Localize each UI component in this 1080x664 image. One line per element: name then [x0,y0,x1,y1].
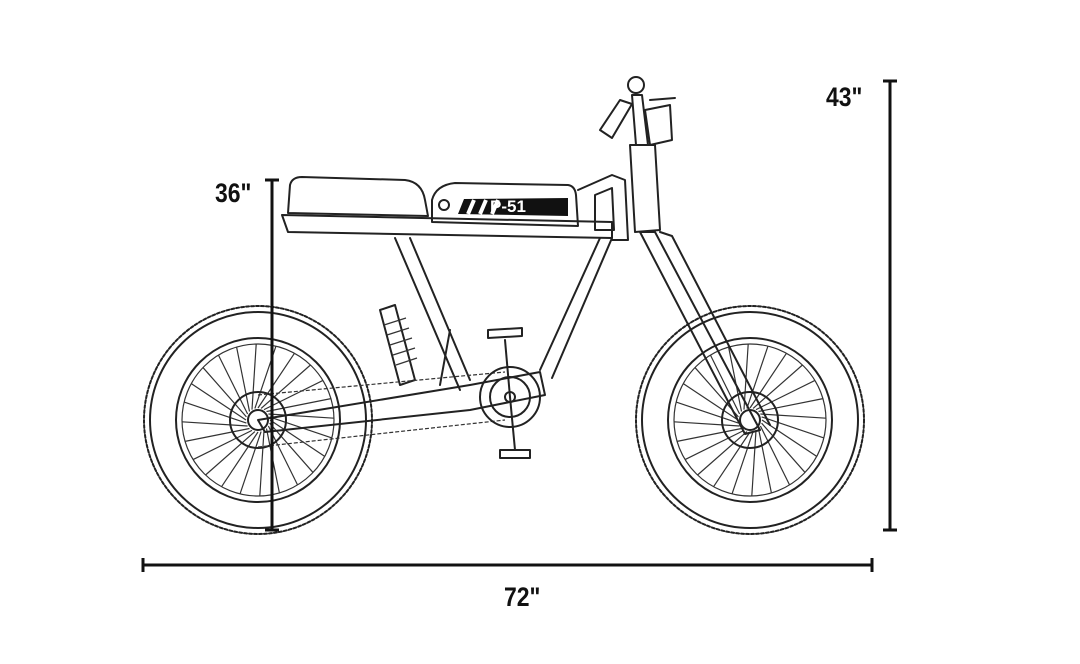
spoke [761,419,818,457]
spoke [263,379,324,411]
rear-wheel [143,305,373,535]
spoke [759,425,791,486]
overall-length-label: 72" [504,582,541,612]
spoke [260,364,311,409]
spoke [184,427,250,442]
rear-shock [379,304,418,386]
spoke [676,427,742,442]
spoke [269,419,326,457]
spoke [217,354,249,415]
spoke [221,431,259,488]
frame [257,174,629,433]
spoke [190,383,247,421]
spoke [673,421,740,427]
spoke [192,429,253,461]
spoke [746,345,769,409]
battery-pack [431,182,579,227]
spoke [251,343,257,410]
spoke [675,401,739,424]
spoke [239,431,262,495]
fork-and-handlebar [599,76,771,435]
spoke [205,431,256,476]
spoke [682,383,739,421]
drivetrain [257,327,541,459]
spoke [257,352,295,409]
spoke [259,430,265,497]
seat-height-dimension-line [265,178,279,532]
overall-height-label: 43" [826,82,863,112]
spoke [709,354,741,415]
spoke [752,364,803,409]
overall-length-dimension-line [141,558,874,572]
spoke [757,428,772,494]
overall-height-dimension-line [883,79,897,532]
spoke [761,416,825,439]
spoke [755,379,816,411]
spoke [697,431,748,476]
spoke [268,413,335,419]
spoke [751,430,757,497]
spoke [731,431,754,495]
spoke [183,401,247,424]
seat-height-label: 36" [215,178,252,208]
spoke [181,421,248,427]
spoke [728,346,743,412]
spoke [760,413,827,419]
model-badge: P-51 [490,197,526,216]
seat [287,176,429,217]
spoke [684,429,745,461]
spoke [713,431,751,488]
spoke [758,398,824,413]
spoke [761,422,806,473]
spoke [266,398,332,413]
spoke [202,367,247,418]
front-wheel [635,305,865,535]
spoke [236,346,251,412]
